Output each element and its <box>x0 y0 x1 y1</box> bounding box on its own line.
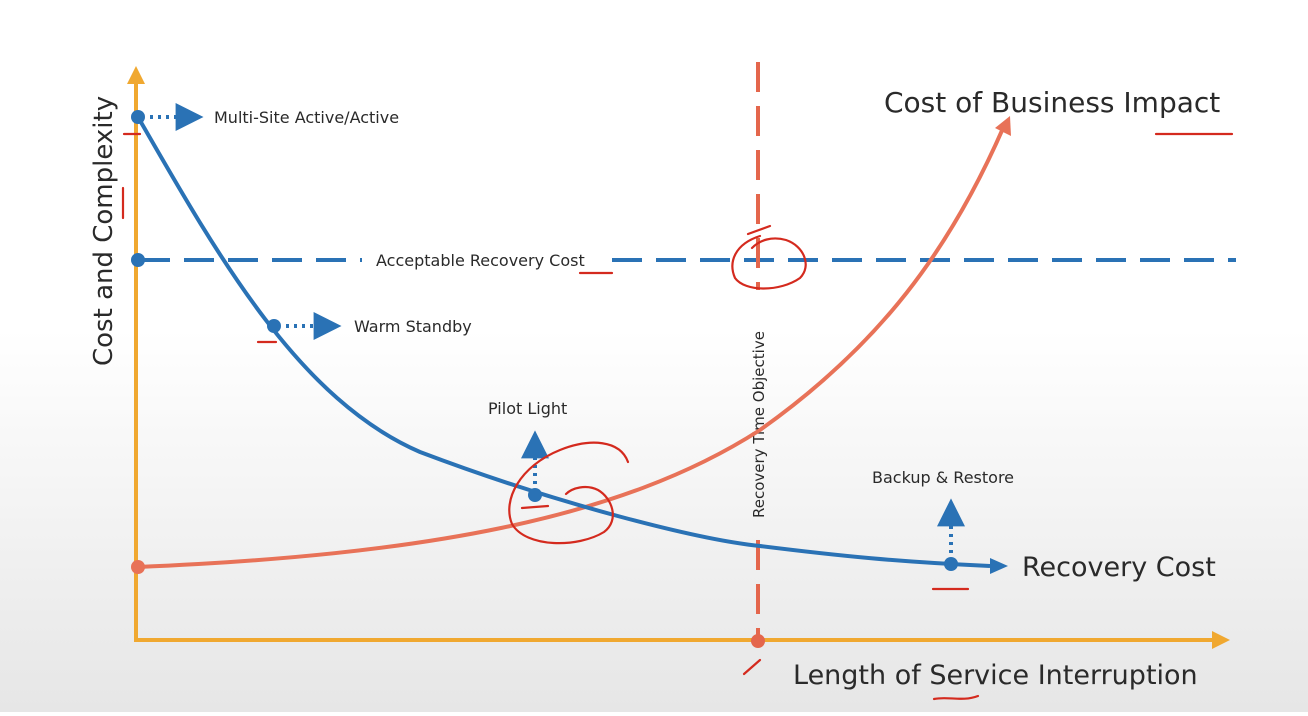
annotation-intersection-tick <box>746 224 772 236</box>
backup-restore-marker <box>944 557 958 571</box>
rto-axis-marker <box>751 634 765 648</box>
acceptable-cost-label: Acceptable Recovery Cost <box>376 251 585 270</box>
business-impact-curve-group: Cost of Business Impact <box>131 86 1220 574</box>
multi-site-label: Multi-Site Active/Active <box>214 108 399 127</box>
recovery-cost-curve-group: Recovery Cost <box>136 116 1216 583</box>
warm-standby-label: Warm Standby <box>354 317 472 336</box>
annotation-intersection-circle <box>731 234 807 290</box>
recovery-cost-curve <box>136 116 991 568</box>
y-axis-label: Cost and Complexity <box>89 96 119 366</box>
business-impact-label: Cost of Business Impact <box>884 86 1220 119</box>
strategy-pilot-light: Pilot Light <box>488 399 567 502</box>
strategy-backup-restore: Backup & Restore <box>872 468 1014 571</box>
backup-restore-label: Backup & Restore <box>872 468 1014 487</box>
recovery-cost-arrowhead <box>990 558 1008 574</box>
annotation-pilot-light-dash <box>520 504 550 510</box>
rto-line-group: Recovery Time Objective <box>750 62 768 648</box>
y-axis-arrowhead <box>127 66 145 84</box>
x-axis-arrowhead <box>1212 631 1230 649</box>
business-impact-origin-marker <box>131 560 145 574</box>
warm-standby-marker <box>267 319 281 333</box>
multi-site-marker <box>131 110 145 124</box>
recovery-cost-label: Recovery Cost <box>1022 552 1216 583</box>
business-impact-arrowhead <box>995 116 1011 136</box>
annotation-service-underline <box>932 694 980 701</box>
pilot-light-marker <box>528 488 542 502</box>
annotation-pilot-light-circle <box>508 441 630 545</box>
acceptable-cost-marker <box>131 253 145 267</box>
business-impact-curve <box>137 125 1006 569</box>
x-axis-label: Length of Service Interruption <box>793 660 1198 691</box>
axes <box>127 66 1230 649</box>
annotation-rto-axis-tick <box>742 658 762 676</box>
rto-label: Recovery Time Objective <box>750 331 768 518</box>
strategy-warm-standby: Warm Standby <box>267 312 472 340</box>
acceptable-cost-line-group: Acceptable Recovery Cost <box>131 251 1236 270</box>
strategy-multi-site: Multi-Site Active/Active <box>131 103 399 131</box>
pilot-light-label: Pilot Light <box>488 399 567 418</box>
hand-annotations <box>121 132 1234 701</box>
